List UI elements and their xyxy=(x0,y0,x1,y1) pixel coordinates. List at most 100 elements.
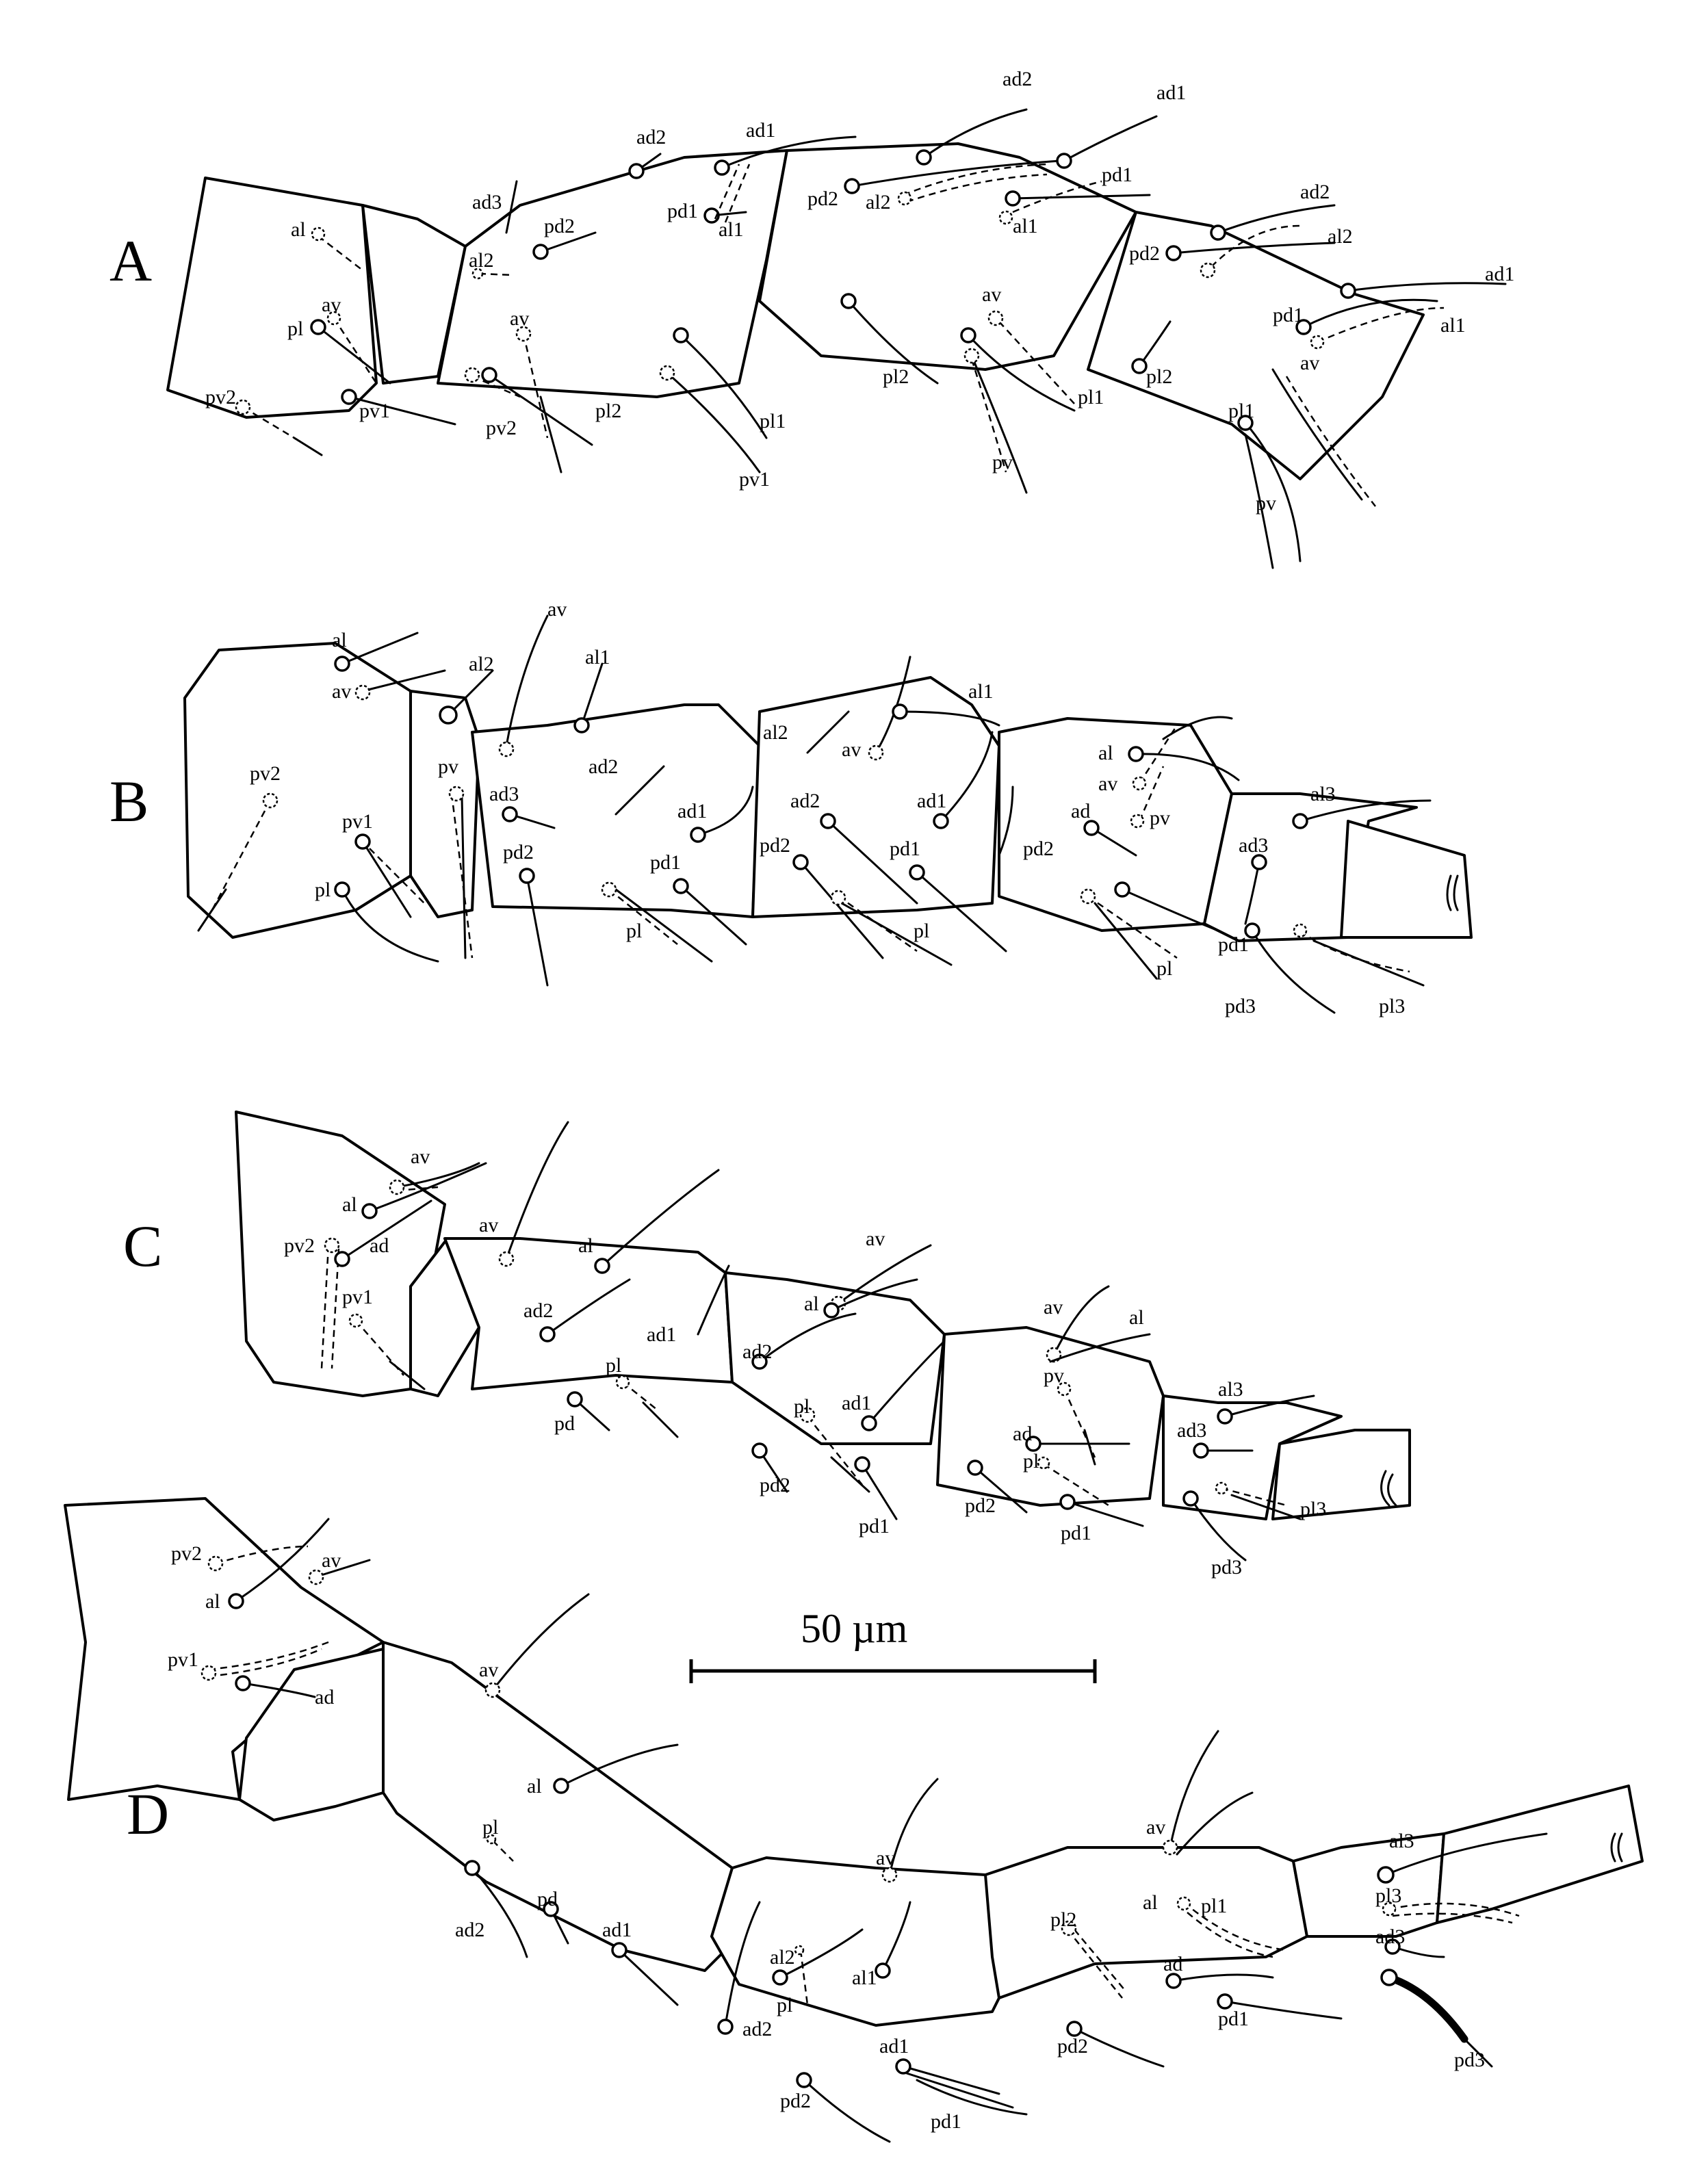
seta-label-av: av xyxy=(1044,1296,1063,1319)
seta-label-ad2: ad2 xyxy=(455,1919,484,1941)
seta-label-ad1: ad1 xyxy=(746,119,775,142)
panel-label-d: D xyxy=(127,1781,169,1847)
seta-label-ad: ad xyxy=(1013,1423,1032,1445)
panel-label-a: A xyxy=(109,228,152,294)
seta-label-ad2: ad2 xyxy=(588,755,618,778)
seta-label-pv1: pv1 xyxy=(168,1648,198,1671)
seta-label-pl3: pl3 xyxy=(1300,1498,1326,1520)
seta-label-pd2: pd2 xyxy=(1023,838,1054,860)
seta-label-pv: pv xyxy=(1256,492,1276,515)
setae-b xyxy=(197,614,1459,1014)
seta-label-ad3: ad3 xyxy=(1177,1419,1206,1442)
seta-label-ad1: ad1 xyxy=(917,790,946,812)
seta-label-pd2: pd2 xyxy=(503,841,534,864)
seta-label-pv: pv xyxy=(1044,1364,1064,1387)
seta-label-pd2: pd2 xyxy=(1129,242,1160,265)
seta-label-al2: al2 xyxy=(469,249,494,272)
seta-label-pd2: pd2 xyxy=(807,187,838,210)
seta-label-av: av xyxy=(866,1228,885,1250)
seta-label-pd1: pd1 xyxy=(890,838,920,860)
leg-c-femur xyxy=(443,1237,734,1390)
seta-label-av: av xyxy=(1300,352,1319,374)
seta-label-ad2: ad2 xyxy=(636,126,666,148)
seta-label-pl1: pl1 xyxy=(760,410,786,432)
leg-b-tibia xyxy=(998,717,1233,932)
panel-label-c: C xyxy=(123,1213,162,1279)
seta-label-pd1: pd1 xyxy=(667,200,698,222)
seta-label-av: av xyxy=(510,307,529,330)
seta-label-av: av xyxy=(982,283,1001,306)
seta-label-ad2: ad2 xyxy=(1300,181,1330,203)
seta-label-pv2: pv2 xyxy=(486,417,517,439)
seta-label-pl1: pl1 xyxy=(1228,400,1254,422)
seta-label-pl: pl xyxy=(777,1994,792,2016)
leg-a-tibia xyxy=(1087,211,1425,480)
seta-label-al2: al2 xyxy=(770,1946,795,1969)
seta-label-pl: pl xyxy=(287,317,303,340)
seta-label-pv2: pv2 xyxy=(171,1542,202,1565)
seta-label-ad1: ad1 xyxy=(647,1323,676,1346)
seta-label-ad2: ad2 xyxy=(742,2018,772,2040)
seta-label-pl: pl xyxy=(794,1395,810,1418)
setae-a xyxy=(235,108,1507,569)
seta-label-pl: pl xyxy=(914,920,929,942)
seta-label-al1: al1 xyxy=(719,218,744,241)
setae-d xyxy=(200,1518,1623,2143)
seta-label-pd1: pd1 xyxy=(931,2110,961,2133)
seta-label-al2: al2 xyxy=(763,721,788,744)
seta-label-av: av xyxy=(1146,1816,1165,1839)
seta-label-al: al xyxy=(291,218,306,241)
seta-label-al1: al1 xyxy=(585,646,610,669)
seta-label-pl: pl xyxy=(1023,1450,1039,1472)
seta-label-av: av xyxy=(322,1549,341,1572)
seta-label-al: al xyxy=(1129,1306,1144,1329)
seta-label-pd3: pd3 xyxy=(1211,1556,1242,1579)
scale-bar: 50 µm xyxy=(689,1606,1097,1683)
scale-bar-label: 50 µm xyxy=(801,1606,907,1651)
seta-label-pv1: pv1 xyxy=(342,1286,373,1308)
setae-c xyxy=(320,1121,1397,1561)
seta-label-ad3: ad3 xyxy=(472,191,502,213)
seta-label-al3: al3 xyxy=(1218,1378,1243,1401)
seta-label-av: av xyxy=(479,1659,498,1681)
panel-a: A xyxy=(109,68,1514,569)
seta-label-al: al xyxy=(332,629,347,651)
labels-d: pv2 av al pv1 ad av al pl pd ad2 ad1 av … xyxy=(168,1542,1485,2133)
leg-d-genu xyxy=(710,1856,1028,2027)
leg-a-femur xyxy=(437,149,788,398)
seta-label-ad1: ad1 xyxy=(1156,81,1186,104)
seta-label-ad1: ad1 xyxy=(602,1919,632,1941)
seta-label-al1: al1 xyxy=(1013,215,1038,237)
seta-label-ad2: ad2 xyxy=(790,790,820,812)
seta-label-pl2: pl2 xyxy=(883,365,909,388)
leg-d-coxa xyxy=(64,1497,385,1801)
seta-label-av: av xyxy=(479,1214,498,1236)
leg-a-genu xyxy=(758,142,1137,371)
seta-label-ad1: ad1 xyxy=(1485,263,1514,285)
seta-label-al2: al2 xyxy=(1328,225,1353,248)
seta-label-pv1: pv1 xyxy=(359,400,390,422)
seta-label-pd1: pd1 xyxy=(1273,304,1304,326)
seta-label-ad: ad xyxy=(1163,1953,1182,1975)
leg-b-pretarsus xyxy=(1340,820,1473,939)
seta-label-al: al xyxy=(342,1193,357,1216)
seta-label-ad: ad xyxy=(315,1686,334,1709)
seta-label-pl2: pl2 xyxy=(595,400,621,422)
seta-label-pd: pd xyxy=(537,1888,558,1910)
seta-label-pv: pv xyxy=(1150,807,1170,829)
seta-label-al: al xyxy=(527,1775,542,1798)
seta-label-al3: al3 xyxy=(1310,783,1336,805)
seta-label-av: av xyxy=(411,1145,430,1168)
seta-label-pv: pv xyxy=(438,755,458,778)
seta-label-ad: ad xyxy=(370,1234,389,1257)
leg-d-tarsus xyxy=(1292,1832,1445,1938)
seta-label-pl: pl xyxy=(482,1816,498,1839)
seta-label-ad1: ad1 xyxy=(842,1392,871,1414)
seta-label-pl2: pl2 xyxy=(1050,1908,1076,1931)
seta-label-pv1: pv1 xyxy=(342,810,373,833)
seta-label-pl3: pl3 xyxy=(1375,1884,1401,1907)
seta-label-pv2: pv2 xyxy=(250,762,281,785)
seta-label-pl: pl xyxy=(606,1354,621,1377)
seta-label-pv2: pv2 xyxy=(284,1234,315,1257)
